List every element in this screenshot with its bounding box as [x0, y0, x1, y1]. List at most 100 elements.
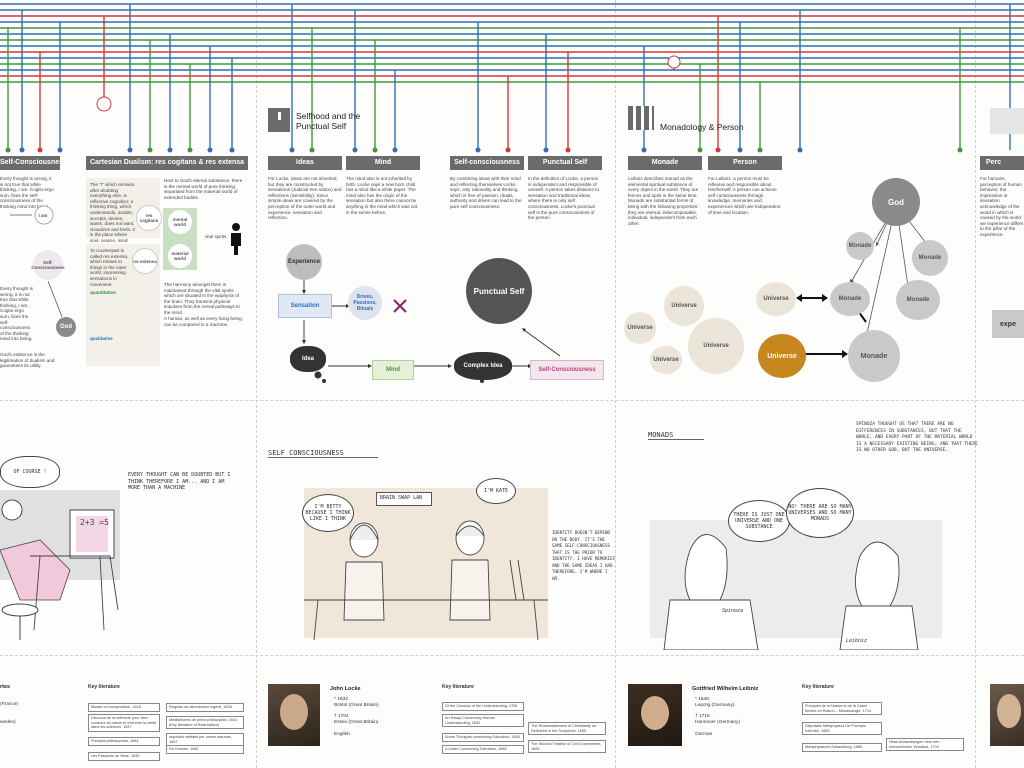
leibniz-signature: Leibniz — [846, 638, 868, 644]
descartes-left-text: Every thought is wrong, it is not true t… — [0, 176, 54, 209]
kant-section-icon — [990, 108, 1024, 134]
locke-birthplace: Bristol (Great Britain) — [334, 703, 379, 708]
monade-node-main: Monade — [848, 330, 900, 382]
locke-death-year: † 1704 — [334, 714, 349, 719]
god-node: God — [872, 178, 920, 226]
leibniz-death-year: † 1716 — [695, 714, 710, 719]
locke-section-icon — [268, 108, 290, 132]
self-consciousness-comic-title: SELF CONSCIOUSNESS — [268, 450, 378, 458]
header-cartesian-dualism: Cartesian Dualism: res cogitans & res ex… — [86, 156, 248, 170]
monade-text: Leibniz describes monad as the elemental… — [628, 176, 699, 226]
universe-node: Universe — [664, 286, 704, 326]
i-am-node: I am — [38, 212, 48, 218]
material-world-node: material world — [168, 244, 192, 268]
punctual-self-node: Punctual Self — [466, 258, 532, 324]
leibniz-comic-illustration — [663, 534, 919, 650]
lit-item: Meditationes de prima philosophia, 1641 … — [166, 716, 244, 730]
lit-item: The Second Treatise of Civil Government,… — [528, 740, 606, 754]
lit-item: De Homine, 1662 — [166, 745, 244, 754]
lit-item: The Reasonableness of Christianity as De… — [528, 722, 606, 736]
betty-speech-bubble: I'M BETTY BECAUSE I THINK LIKE I THINK — [302, 494, 354, 532]
header-self-consciousness-locke: Self-consciousness — [450, 156, 524, 170]
self-consciousness-node-locke: Self-Consciousness — [530, 360, 604, 380]
sensation-node: Sensation — [278, 294, 332, 318]
universe-node: Universe — [756, 282, 796, 316]
connection-lines — [0, 3, 1024, 153]
monade-node: Monade — [830, 282, 870, 316]
lit-item: Discours de la méthode pour bien conduir… — [88, 714, 160, 732]
locke-comic-illustration — [304, 520, 548, 640]
locke-comic-note: IDENTITY DOESN'T DEPEND ON THE BODY. IT'… — [552, 530, 616, 581]
spinoza-speech-bubble: THERE IS JUST ONE UNIVERSE AND ONE SUBST… — [728, 500, 790, 542]
computer-screen-text: 2+3 =5 — [80, 518, 109, 527]
punctual-self-text: In the definition of Locke, a person is … — [528, 176, 599, 221]
descartes-proof-text: Every thought is wrong, it is not true t… — [0, 286, 33, 342]
lit-item: Musae ex compendium, 1618 — [88, 703, 160, 712]
lit-item: Metaphysische Abhandlung, 1686 — [802, 743, 882, 752]
descartes-comic-illustration — [0, 490, 120, 640]
leibniz-birth-year: * 1646 — [695, 697, 709, 702]
descartes-deathplace: weden) — [0, 720, 16, 725]
complex-idea-cloud: Complex Idea — [454, 352, 512, 380]
self-consciousness-node: Self-Consciousness — [31, 260, 65, 270]
header-self-consciousness: Self-Consciousness — [0, 156, 60, 170]
locke-deathplace: Essex (Great Britain) — [334, 720, 379, 725]
kate-speech-bubble: I'M KATE — [476, 478, 516, 504]
lit-item: An Essay Concerning Human Understanding,… — [442, 714, 524, 728]
grid-line — [256, 0, 257, 768]
key-literature-label: Key literature — [802, 684, 834, 690]
header-punctual-self: Punctual Self — [528, 156, 602, 170]
monade-node: Monade — [896, 280, 940, 320]
lit-item: Principes de la Nature et de la Grâce fo… — [802, 702, 882, 716]
res-extensa-node: no extensa — [132, 248, 158, 274]
lit-item: A Letter Concerning Toleration, 1689 — [442, 745, 524, 754]
human-machine-text: A human, as well as every living being, … — [164, 316, 243, 327]
portrait-face — [641, 696, 669, 730]
kant-text: For humans, perception of human behavior… — [980, 176, 1024, 237]
lit-item: Regulae ad directionem ingenii, 1628 — [166, 703, 244, 712]
portrait-face — [997, 694, 1021, 728]
universe-node-highlight: Universe — [758, 334, 806, 378]
qualitative-label: qualitative — [90, 336, 113, 341]
grid-line — [615, 0, 616, 768]
leibniz-section-icon — [628, 106, 654, 130]
person-text: For Leibniz, a person must be reflexive … — [708, 176, 781, 215]
leibniz-nationality: German — [695, 732, 713, 737]
lit-item: Neue Abhandlungen über den menschlichen … — [886, 738, 964, 752]
self-consciousness-text: By combining ideas with their mind and r… — [450, 176, 522, 209]
spinoza-signature: Spinoza — [722, 608, 744, 614]
experience-node-kant: expe — [992, 310, 1024, 338]
descartes-speech-bubble: OF COURSE ! — [0, 456, 60, 488]
universe-node: Universe — [624, 312, 656, 344]
harmony-text: The harmony amongst them is maintained t… — [164, 282, 240, 315]
lit-item: Les Passions de l'âme, 1649 — [88, 752, 160, 761]
grid-line — [0, 655, 1024, 656]
monads-comic-title: MONADS — [648, 432, 704, 440]
locke-name: John Locke — [330, 686, 361, 692]
descartes-left-diagram — [10, 205, 76, 337]
extension-text: To counterpart is called res extensa, wh… — [90, 248, 129, 287]
brain-swap-lab-label: BRAIN SWAP LAB — [380, 495, 423, 501]
locke-section-icon-mark — [278, 112, 281, 120]
descartes-birthplace: (France) — [0, 702, 19, 707]
descartes-thought-text: EVERY THOUGHT CAN BE DOUBTED BUT I THINK… — [128, 472, 231, 491]
universe-node: Universe — [650, 346, 682, 374]
brain-swap-sign — [376, 492, 432, 506]
leibniz-birthplace: Leipzig (Germany) — [695, 703, 735, 708]
god-node-descartes: God — [60, 324, 72, 330]
locke-section-title: Selfhood and the Punctual Self — [296, 111, 361, 131]
monade-node: Monade — [912, 240, 948, 276]
ideas-text: For Locke, ideas are not inherited, but … — [268, 176, 342, 221]
human-figure-icon — [231, 223, 241, 255]
lit-item: Some Thoughts concerning Education, 1693 — [442, 733, 524, 742]
descartes-name: rtes — [0, 684, 11, 690]
mind-text: The mind also is not inherited by birth.… — [346, 176, 418, 215]
header-ideas: Ideas — [268, 156, 342, 170]
vital-spirits-label: vital spirits — [205, 234, 227, 239]
key-literature-label: Key literature — [442, 684, 474, 690]
header-mind: Mind — [346, 156, 420, 170]
header-person: Person — [708, 156, 782, 170]
leibniz-name: Gottfried Wilhelm Leibniz — [692, 686, 759, 692]
spinoza-quote-text: SPINOZA THOUGHT US THAT THERE ARE NO DIF… — [856, 422, 978, 453]
